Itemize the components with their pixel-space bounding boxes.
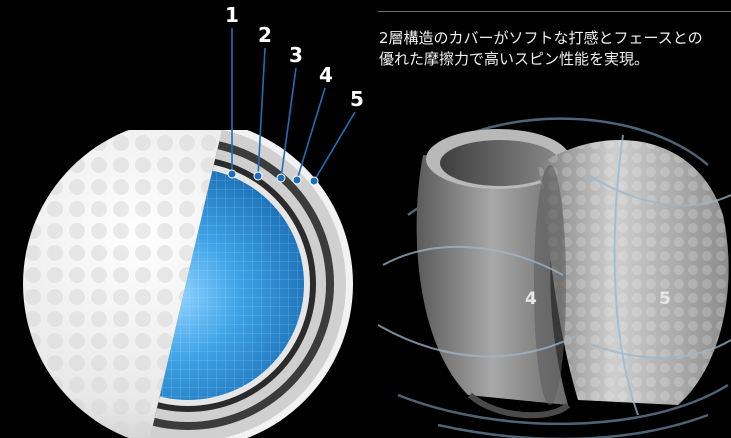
cup-layer-4 [416, 129, 571, 419]
motion-swirls-front [378, 134, 731, 416]
feature-caption: 2層構造のカバーがソフトな打感とフェースとの 優れた摩擦力で高いスピン性能を実現… [379, 28, 731, 70]
layer-label-5: 5 [350, 87, 364, 111]
golf-ball-cutaway-diagram: 1 2 3 4 5 [23, 3, 364, 438]
caption-line-2: 優れた摩擦力で高いスピン性能を実現。 [379, 50, 650, 68]
cup-label-5: 5 [659, 289, 671, 309]
header-divider [378, 11, 731, 12]
cup-label-4: 4 [525, 289, 537, 309]
cutaway-section [150, 130, 353, 438]
caption-line-1: 2層構造のカバーがソフトな打感とフェースとの [379, 29, 703, 47]
cover-layers-illustration: 4 5 [378, 117, 731, 438]
layer-label-4: 4 [319, 63, 333, 87]
layer-label-2: 2 [258, 23, 272, 47]
leader-lines [231, 28, 356, 182]
layer-label-1: 1 [225, 3, 239, 27]
cup-layer-5 [534, 139, 729, 405]
leader-dots [227, 169, 319, 186]
layer-label-3: 3 [289, 43, 303, 67]
